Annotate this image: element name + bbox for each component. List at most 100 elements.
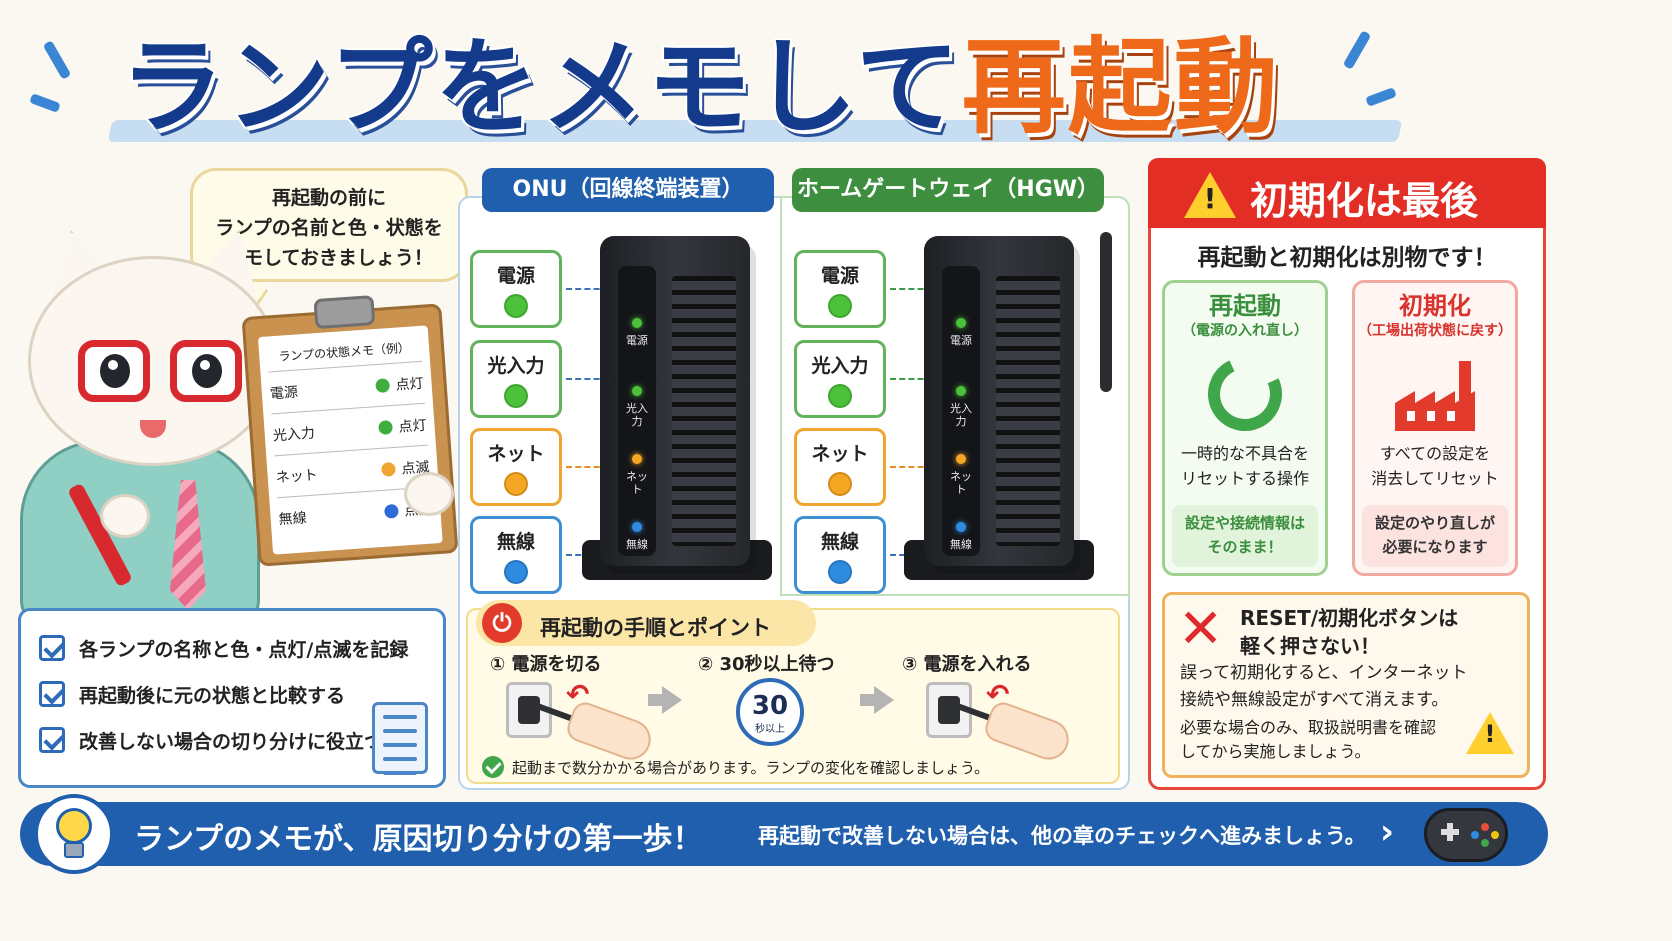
warning-small-icon: !	[1466, 712, 1514, 754]
timer-unit: 秒以上	[755, 724, 785, 735]
clipboard-clamp	[313, 295, 376, 330]
reset-card-desc-1: すべての設定を	[1379, 444, 1491, 463]
bubble-line-3: メモしておきましょう！	[225, 247, 433, 269]
reset-card: 初期化 （工場出荷状態に戻す） すべての設定を 消去してリセット 設定のやり直し…	[1352, 280, 1518, 576]
bubble-line-1: 再起動の前に	[271, 187, 386, 209]
reset-card-sub: （工場出荷状態に戻す）	[1358, 323, 1512, 339]
memo-lamp-name: 電源	[269, 384, 299, 402]
checklist-text: 再起動後に元の状態と比較する	[79, 684, 346, 707]
connector-line	[566, 378, 618, 380]
hgw-lamp-card: ネット	[794, 428, 886, 506]
led-label: 電源	[626, 334, 648, 347]
led-light-icon	[956, 454, 966, 464]
lamp-name: ネット	[811, 443, 869, 465]
hgw-lamp-card: 光入力	[794, 340, 886, 418]
led-light-icon	[632, 318, 642, 328]
reset-warning-body-extra: 必要な場合のみ、取扱説明書を確認 してから実施しましょう。	[1180, 716, 1436, 764]
cat-eye-right	[192, 354, 222, 388]
reset-card-box: 設定のやり直しが 必要になります	[1362, 505, 1508, 567]
restart-card-desc-2: リセットする操作	[1180, 469, 1309, 488]
lamp-name: 無線	[496, 531, 535, 553]
cat-paw-left	[100, 494, 150, 538]
reset-warning-body-3: 必要な場合のみ、取扱説明書を確認	[1180, 718, 1437, 737]
hgw-lamp-card: 無線	[794, 516, 886, 594]
hgw-lamp-card: 電源	[794, 250, 886, 328]
lightbulb-base	[64, 842, 84, 858]
restart-card-title: 再起動	[1209, 292, 1281, 320]
title-part-1: ランプをメモして	[118, 24, 962, 150]
checkbox-icon	[39, 635, 65, 661]
memo-lamp-name: ネット	[275, 466, 319, 486]
hgw-led: 電源	[950, 318, 972, 347]
onu-led: 無線	[626, 522, 648, 551]
reset-card-title: 初期化	[1399, 292, 1471, 320]
onu-vent	[672, 276, 736, 546]
checklist-item: 各ランプの名称と色・点灯/点滅を記録	[39, 625, 425, 671]
lamp-indicator-icon	[504, 294, 528, 318]
lamp-indicator-icon	[828, 294, 852, 318]
warning-icon: !	[1184, 172, 1236, 218]
lamp-name: ネット	[487, 443, 545, 465]
refresh-icon	[1197, 346, 1293, 442]
reset-warning-title: RESET/初期化ボタンは 軽く押さない！	[1240, 604, 1458, 660]
hgw-label: ホームゲートウェイ（HGW）	[792, 168, 1104, 212]
led-label: 光入力	[626, 402, 648, 428]
steps-title: 再起動の手順とポイント	[540, 616, 771, 640]
lightbulb-icon	[56, 808, 92, 844]
lamp-dot-icon	[378, 419, 393, 435]
led-label: 光入力	[950, 402, 972, 428]
checkbox-icon	[39, 681, 65, 707]
memo-lamp-state: 点灯	[375, 372, 424, 395]
lamp-indicator-icon	[504, 560, 528, 584]
restart-card: 再起動 （電源の入れ直し） 一時的な不具合を リセットする操作 設定や接続情報は…	[1162, 280, 1328, 576]
reset-box-line-2: 必要になります	[1382, 538, 1488, 556]
lightbulb-icon-circle	[34, 794, 114, 874]
gamepad-icon	[1424, 808, 1508, 862]
restart-box-line-2: そのまま！	[1207, 538, 1283, 556]
memo-lamp-state: 点灯	[378, 414, 427, 437]
init-title: 初期化は最後	[1250, 179, 1479, 223]
lamp-indicator-icon	[828, 384, 852, 408]
factory-icon	[1395, 361, 1475, 431]
restart-card-sub: （電源の入れ直し）	[1182, 323, 1308, 339]
lamp-indicator-icon	[504, 384, 528, 408]
memo-lamp-name: 無線	[278, 509, 308, 528]
lamp-dot-icon	[375, 377, 391, 393]
cat-mouth	[140, 420, 166, 438]
hgw-vent	[996, 276, 1060, 546]
led-light-icon	[956, 386, 966, 396]
led-label: ネット	[950, 470, 972, 496]
hgw-led: ネット	[950, 454, 972, 496]
lamp-name: 光入力	[811, 355, 869, 377]
connector-line	[890, 466, 942, 468]
hgw-led: 光入力	[950, 386, 972, 428]
led-light-icon	[956, 522, 966, 532]
checklist-text: 各ランプの名称と色・点灯/点滅を記録	[79, 638, 409, 661]
footer-banner	[20, 802, 1548, 866]
footer-main-text: ランプのメモが、原因切り分けの第一歩！	[134, 822, 703, 857]
lamp-dot-icon	[380, 461, 396, 477]
restart-card-box: 設定や接続情報は そのまま！	[1172, 505, 1318, 567]
lamp-name: 無線	[820, 531, 859, 553]
checklist-item: 改善しない場合の切り分けに役立つ	[39, 717, 425, 763]
led-label: ネット	[626, 470, 648, 496]
lamp-name: 光入力	[487, 355, 545, 377]
memo-lamp-state-text: 点灯	[395, 375, 425, 394]
reset-card-desc-2: 消去してリセット	[1371, 469, 1499, 488]
reset-warning-title-1: RESET/初期化ボタンは	[1240, 606, 1459, 630]
connector-line	[890, 288, 942, 290]
connector-line	[890, 378, 942, 380]
onu-lamp-card: 無線	[470, 516, 562, 594]
reset-warning-body-2: 接続や無線設定がすべて消えます。	[1180, 690, 1449, 710]
reset-warning-body-1: 誤って初期化すると、インターネット	[1180, 663, 1468, 683]
init-subtitle: 再起動と初期化は別物です！	[1197, 245, 1497, 271]
onu-led: 光入力	[626, 386, 648, 428]
page-title: ランプをメモして再起動	[118, 22, 1560, 152]
lamp-name: 電源	[820, 265, 859, 287]
chevron-right-icon[interactable]: ›	[1380, 812, 1395, 852]
reset-warning-title-2: 軽く押さない！	[1240, 634, 1380, 658]
onu-lamp-card: ネット	[470, 428, 562, 506]
steps-note-text: 起動まで数分かかる場合があります。ランプの変化を確認しましょう。	[512, 758, 990, 777]
memo-lamp-name: 光入力	[272, 424, 316, 444]
x-icon: ✕	[1178, 597, 1224, 660]
